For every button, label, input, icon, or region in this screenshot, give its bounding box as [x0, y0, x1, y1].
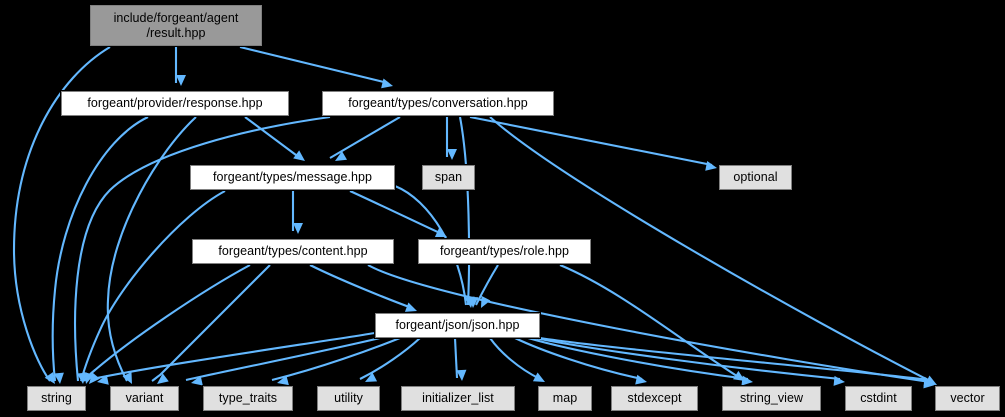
edge-json-to-initializer_list	[453, 337, 459, 379]
graph-node-stdexcept[interactable]: stdexcept	[610, 385, 699, 412]
arrowhead-result-to-conversation	[381, 78, 393, 89]
edge-json-to-variant	[185, 336, 381, 382]
edge-content-to-json	[309, 264, 413, 309]
graph-node-vector[interactable]: vector	[934, 385, 1001, 412]
arrowhead-json-to-string_view	[741, 375, 753, 386]
arrowhead-json-to-utility	[365, 372, 378, 382]
arrowhead-json-to-vector	[923, 376, 935, 387]
graph-node-type_traits[interactable]: type_traits	[202, 385, 294, 412]
arrowhead-response-to-variant	[122, 371, 132, 384]
graph-node-span[interactable]: span	[421, 164, 476, 191]
edge-message-to-role	[349, 190, 443, 235]
edge-json-to-utility	[359, 337, 421, 380]
arrowhead-json-to-string	[97, 374, 109, 385]
arrowhead-role-to-json	[481, 295, 491, 308]
graph-node-cstdint[interactable]: cstdint	[844, 385, 913, 412]
edge-message-to-string	[79, 190, 226, 382]
arrowhead-json-to-cstdint	[833, 375, 845, 386]
edge-role-to-json	[475, 264, 499, 306]
arrowhead-message-to-string	[84, 372, 94, 384]
arrowhead-json-to-type_traits	[277, 375, 289, 386]
graph-node-optional[interactable]: optional	[718, 164, 793, 191]
arrowhead-content-to-json	[404, 302, 417, 312]
edge-role-to-string_view	[559, 264, 741, 379]
edge-content-to-vector	[367, 264, 931, 384]
edge-message-to-json	[394, 185, 468, 306]
edge-content-to-string	[83, 264, 251, 382]
graph-node-utility[interactable]: utility	[316, 385, 381, 412]
edge-result-to-conversation	[239, 45, 389, 85]
edge-json-to-vector	[539, 336, 931, 382]
edge-conversation-to-string	[74, 115, 331, 382]
edge-conversation-to-message	[329, 116, 401, 159]
graph-node-string_view[interactable]: string_view	[721, 385, 822, 412]
arrowhead-result-to-response	[176, 75, 186, 86]
arrowhead-response-to-string	[53, 372, 64, 384]
edge-response-to-message	[244, 116, 301, 159]
graph-node-role[interactable]: forgeant/types/role.hpp	[417, 238, 592, 265]
graph-node-variant[interactable]: variant	[109, 385, 180, 412]
arrowhead-result-to-string	[44, 372, 55, 384]
graph-node-json[interactable]: forgeant/json/json.hpp	[374, 312, 541, 339]
edge-json-to-cstdint	[534, 336, 841, 381]
edge-response-to-string	[51, 116, 149, 382]
arrowhead-content-to-variant	[157, 373, 169, 384]
graph-node-response[interactable]: forgeant/provider/response.hpp	[60, 90, 290, 117]
edge-result-to-string	[12, 46, 111, 382]
arrowhead-json-to-map	[532, 372, 545, 382]
graph-node-map[interactable]: map	[537, 385, 593, 412]
edge-conversation-to-json	[458, 116, 471, 306]
graph-node-content[interactable]: forgeant/types/content.hpp	[191, 238, 395, 265]
arrowhead-json-to-stdexcept	[635, 374, 647, 385]
arrowhead-message-to-content	[293, 223, 303, 234]
edge-json-to-type_traits	[271, 337, 401, 382]
edge-response-to-variant	[106, 116, 197, 382]
edge-conversation-to-vector	[489, 116, 933, 383]
arrowhead-conversation-to-optional	[705, 160, 717, 171]
arrowhead-message-to-json	[464, 296, 475, 308]
edge-json-to-map	[489, 337, 541, 380]
arrowhead-response-to-message	[293, 150, 305, 161]
edge-conversation-to-optional	[469, 115, 713, 167]
arrowhead-json-to-initializer_list	[456, 369, 467, 381]
graph-node-conversation[interactable]: forgeant/types/conversation.hpp	[321, 90, 555, 117]
arrowhead-conversation-to-span	[447, 149, 457, 160]
graph-node-message[interactable]: forgeant/types/message.hpp	[189, 164, 396, 191]
graph-node-initializer_list[interactable]: initializer_list	[400, 385, 516, 412]
edge-json-to-stdexcept	[514, 337, 643, 381]
edge-json-to-string_view	[527, 336, 749, 381]
arrowhead-json-to-variant	[191, 375, 203, 386]
edge-json-to-string	[91, 331, 376, 381]
arrowhead-conversation-to-message	[335, 151, 348, 161]
graph-node-string[interactable]: string	[26, 385, 87, 412]
edge-content-to-variant	[151, 264, 271, 382]
graph-node-result[interactable]: include/forgeant/agent /result.hpp	[89, 4, 263, 47]
